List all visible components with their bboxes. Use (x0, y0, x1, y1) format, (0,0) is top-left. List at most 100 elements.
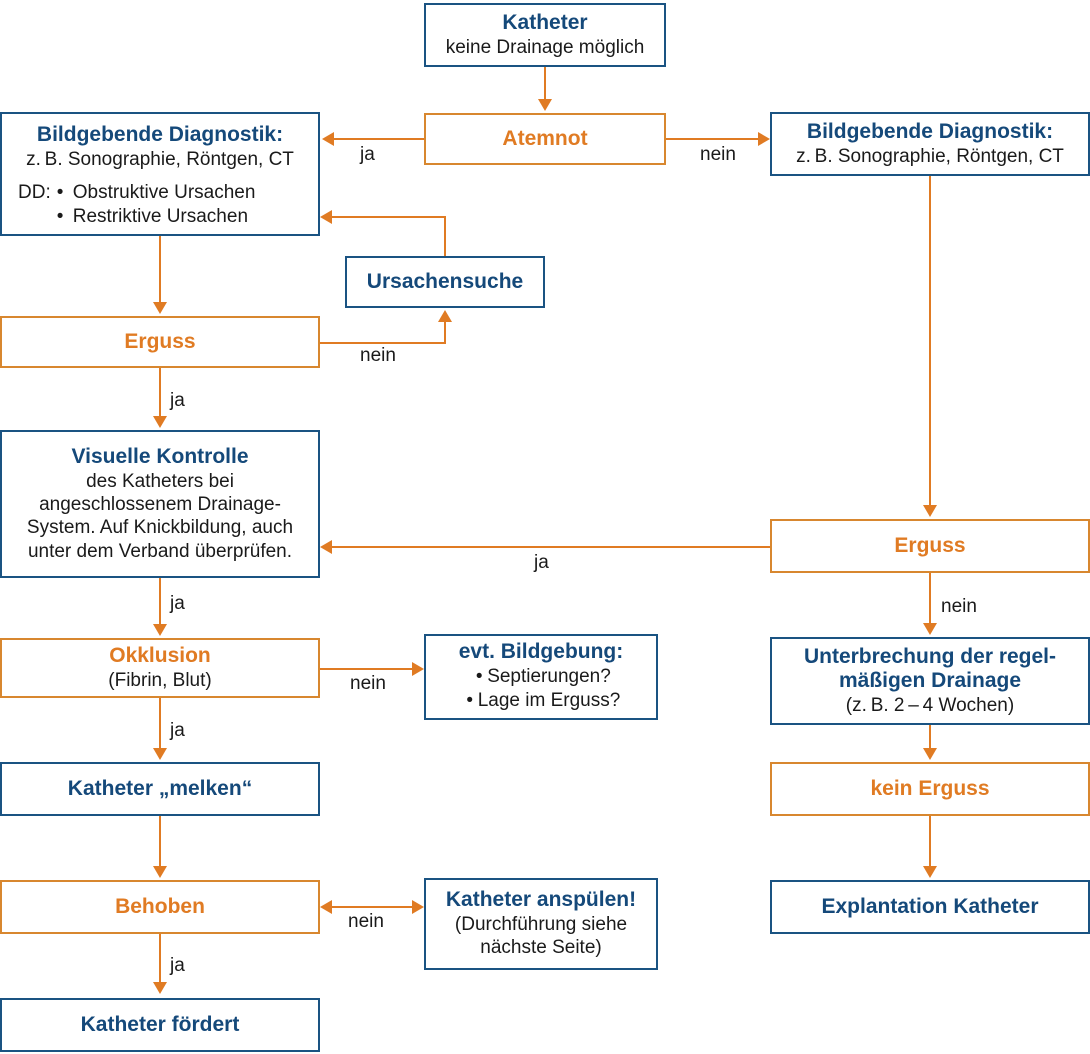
node-title: Katheter fördert (80, 1012, 240, 1036)
node-title: Okklusion (109, 644, 211, 668)
node-behoben: Behoben (0, 880, 320, 934)
evt-bullet-list: Septierungen? Lage im Erguss? (462, 665, 621, 714)
arrowhead-down (153, 748, 167, 760)
edge-unterbrechung-to-kein-erguss (929, 725, 931, 750)
node-katheter-start: Katheter keine Drainage möglich (424, 3, 666, 67)
edge-ursachensuche-up (444, 216, 446, 256)
edge-kein-erguss-to-explantation (929, 816, 931, 868)
node-kein-erguss: kein Erguss (770, 762, 1090, 816)
list-item: Restriktive Ursachen (57, 205, 256, 229)
edge-okklusion-nein (320, 668, 412, 670)
edge-katheter-to-atemnot (544, 67, 546, 101)
edge-erguss-ja (159, 368, 161, 418)
edge-erguss-nein-horizontal (320, 342, 446, 344)
list-item: Obstruktive Ursachen (57, 181, 256, 205)
edge-label-atemnot-nein: nein (700, 144, 736, 165)
arrowhead-up (438, 310, 452, 322)
arrowhead-right (412, 662, 424, 676)
node-title: Ursachensuche (366, 269, 524, 293)
edge-label-okklusion-ja: ja (170, 720, 185, 741)
edge-okklusion-ja (159, 698, 161, 750)
node-ursachensuche: Ursachensuche (345, 256, 545, 308)
node-okklusion: Okklusion (Fibrin, Blut) (0, 638, 320, 698)
edge-behoben-ja (159, 934, 161, 984)
arrowhead-down (923, 505, 937, 517)
node-katheter-foerdert: Katheter fördert (0, 998, 320, 1052)
edge-melken-to-behoben (159, 816, 161, 868)
node-title: Erguss (894, 533, 966, 557)
edge-erguss-rechts-nein (929, 573, 931, 625)
arrowhead-down (153, 982, 167, 994)
node-atemnot: Atemnot (424, 113, 666, 165)
dd-block: DD: Obstruktive Ursachen Restriktive Urs… (2, 181, 255, 230)
edge-links-to-erguss (159, 236, 161, 304)
edge-label-behoben-ja: ja (170, 955, 185, 976)
node-title: Visuelle Kontrolle (71, 445, 249, 469)
edge-atemnot-ja (334, 138, 424, 140)
list-item: Septierungen? (462, 665, 621, 689)
node-title: Erguss (124, 329, 196, 353)
edge-label-visuelle-ja: ja (170, 593, 185, 614)
edge-label-behoben-nein: nein (348, 911, 384, 932)
arrowhead-down (153, 624, 167, 636)
arrowhead-down (153, 416, 167, 428)
arrowhead-right (758, 132, 770, 146)
edge-erguss-nein-vertical (444, 322, 446, 344)
node-katheter-melken: Katheter „melken“ (0, 762, 320, 816)
node-visuelle-kontrolle: Visuelle Kontrolle des Katheters bei ang… (0, 430, 320, 578)
arrowhead-down (538, 99, 552, 111)
node-katheter-anspuelen: Katheter anspülen! (Durchführung siehe n… (424, 878, 658, 970)
node-title: Bildgebende Diagnostik: (36, 123, 284, 146)
node-evt-bildgebung: evt. Bildgebung: Septierungen? Lage im E… (424, 634, 658, 720)
arrowhead-down (153, 866, 167, 878)
edge-label-erguss-links-ja: ja (170, 390, 185, 411)
node-unterbrechung-drainage: Unterbrechung der regel- mäßigen Drainag… (770, 637, 1090, 725)
edge-rechts-to-erguss (929, 176, 931, 507)
node-title: Bildgebende Diagnostik: (806, 120, 1054, 144)
arrowhead-left (320, 540, 332, 554)
node-subtitle: z. B. Sonographie, Röntgen, CT (26, 148, 294, 170)
edge-visuelle-ja (159, 578, 161, 626)
node-title: kein Erguss (870, 776, 990, 800)
list-item: Lage im Erguss? (462, 689, 621, 713)
node-title: Behoben (115, 894, 205, 918)
node-explantation-katheter: Explantation Katheter (770, 880, 1090, 934)
edge-erguss-rechts-ja (332, 546, 770, 548)
arrowhead-right (412, 900, 424, 914)
node-subtitle: keine Drainage möglich (445, 36, 645, 58)
node-subtitle: des Katheters bei angeschlossenem Draina… (26, 471, 294, 562)
arrowhead-down (923, 866, 937, 878)
node-subtitle: (Durchführung siehe nächste Seite) (454, 914, 628, 959)
edge-behoben-nein (332, 906, 412, 908)
node-erguss-rechts: Erguss (770, 519, 1090, 573)
arrowhead-down (153, 302, 167, 314)
edge-label-erguss-rechts-ja: ja (534, 552, 549, 573)
edge-label-atemnot-ja: ja (360, 144, 375, 165)
arrowhead-left (320, 210, 332, 224)
node-title: Katheter „melken“ (67, 776, 253, 800)
edge-atemnot-nein (666, 138, 758, 140)
arrowhead-down (923, 748, 937, 760)
node-title-line2: mäßigen Drainage (838, 669, 1022, 693)
arrowhead-down (923, 623, 937, 635)
node-bildgebende-diagnostik-links: Bildgebende Diagnostik: z. B. Sonographi… (0, 112, 320, 236)
edge-label-erguss-rechts-nein: nein (941, 596, 977, 617)
arrowhead-left (320, 900, 332, 914)
node-erguss-links: Erguss (0, 316, 320, 368)
dd-label: DD: (18, 181, 51, 203)
edge-ursachensuche-to-links (332, 216, 446, 218)
edge-label-okklusion-nein: nein (350, 673, 386, 694)
node-subtitle: (Fibrin, Blut) (108, 669, 212, 691)
node-subtitle: z. B. Sonographie, Röntgen, CT (796, 145, 1064, 167)
node-title: Katheter (502, 11, 588, 35)
edge-label-erguss-links-nein: nein (360, 345, 396, 366)
node-title-line1: Unterbrechung der regel- (803, 644, 1057, 668)
node-title: Katheter anspülen! (445, 888, 637, 912)
node-bildgebende-diagnostik-rechts: Bildgebende Diagnostik: z. B. Sonographi… (770, 112, 1090, 176)
arrowhead-left (322, 132, 334, 146)
node-title: Explantation Katheter (821, 894, 1039, 918)
node-title: evt. Bildgebung: (458, 640, 624, 664)
node-subtitle: (z. B. 2 – 4 Wochen) (845, 695, 1015, 717)
dd-bullet-list: Obstruktive Ursachen Restriktive Ursache… (57, 181, 256, 230)
